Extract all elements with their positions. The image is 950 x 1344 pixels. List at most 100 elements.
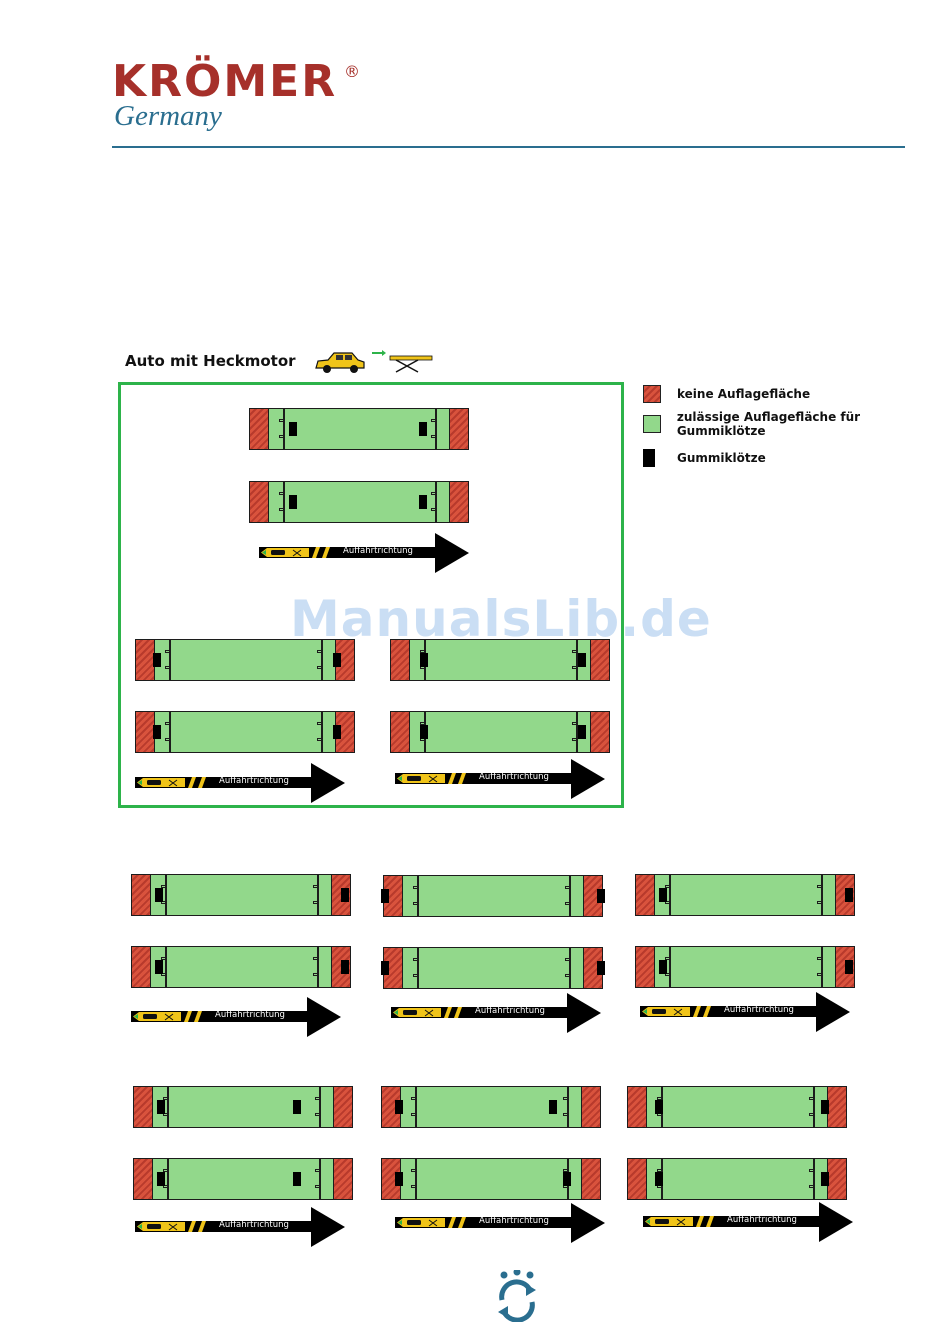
swatch-black (643, 449, 655, 467)
divider-line (319, 1159, 321, 1199)
divider-line (669, 947, 671, 987)
lift-arm (133, 1158, 353, 1200)
rubber-pad (293, 1172, 301, 1186)
no-support-zone (333, 1086, 353, 1128)
rubber-pad (597, 961, 605, 975)
lift-arm (390, 711, 610, 753)
car-icon (314, 350, 366, 374)
no-support-zone (249, 408, 269, 450)
mark-tick (817, 957, 822, 960)
no-support-zone (131, 946, 151, 988)
direction-arrow: Auffahrtrichtung (135, 763, 345, 803)
direction-arrow: Auffahrtrichtung (391, 993, 601, 1033)
lift-arrow-icon (370, 348, 434, 374)
rubber-pad (333, 725, 341, 739)
divider-line (417, 876, 419, 916)
no-support-zone (635, 874, 655, 916)
legend-label: zulässige Auflagefläche für Gummiklötze (677, 410, 950, 438)
mark-tick (565, 902, 570, 905)
mark-tick (413, 902, 418, 905)
mark-tick (411, 1113, 416, 1116)
mark-tick (572, 650, 577, 653)
mark-tick (313, 885, 318, 888)
mark-tick (431, 508, 436, 511)
rubber-pad (420, 725, 428, 739)
lift-arm (383, 947, 603, 989)
no-support-zone (249, 481, 269, 523)
direction-label: Auffahrtrichtung (219, 1220, 289, 1230)
direction-arrow: Auffahrtrichtung (640, 992, 850, 1032)
divider-line (317, 875, 319, 915)
rubber-pad (381, 889, 389, 903)
lift-arm (249, 408, 469, 450)
registered-mark: ® (344, 62, 360, 81)
mark-tick (315, 1113, 320, 1116)
divider-line (821, 947, 823, 987)
legend-allowed-support: zulässige Auflagefläche für Gummiklötze (643, 414, 950, 434)
legend-label: keine Auflagefläche (677, 387, 810, 401)
mark-tick (563, 1097, 568, 1100)
no-support-zone (133, 1158, 153, 1200)
rubber-pad (821, 1100, 829, 1114)
direction-label: Auffahrtrichtung (479, 772, 549, 782)
mark-tick (411, 1097, 416, 1100)
lift-arm (627, 1158, 847, 1200)
rubber-pad (155, 888, 163, 902)
no-support-zone (135, 711, 155, 753)
mark-tick (411, 1185, 416, 1188)
no-support-zone (590, 711, 610, 753)
no-support-zone (627, 1086, 647, 1128)
direction-arrow: Auffahrtrichtung (395, 1203, 605, 1243)
mark-tick (572, 738, 577, 741)
rubber-pad (419, 422, 427, 436)
divider-line (435, 409, 437, 449)
lift-arm (627, 1086, 847, 1128)
swatch-green (643, 415, 661, 433)
rubber-pad (659, 960, 667, 974)
direction-arrow: Auffahrtrichtung (395, 759, 605, 799)
mark-tick (565, 958, 570, 961)
no-support-zone (135, 639, 155, 681)
direction-label: Auffahrtrichtung (343, 546, 413, 556)
mark-tick (165, 738, 170, 741)
mark-tick (313, 973, 318, 976)
rubber-pad (549, 1100, 557, 1114)
mark-tick (809, 1169, 814, 1172)
mark-tick (317, 722, 322, 725)
divider-line (417, 948, 419, 988)
divider-line (283, 409, 285, 449)
lift-arm (131, 946, 351, 988)
mark-tick (565, 886, 570, 889)
mark-tick (315, 1097, 320, 1100)
brand-name: KRÖMER (112, 58, 337, 106)
divider-line (435, 482, 437, 522)
rubber-pad (597, 889, 605, 903)
lift-arm (135, 711, 355, 753)
no-support-zone (131, 874, 151, 916)
direction-label: Auffahrtrichtung (219, 776, 289, 786)
rubber-pad (333, 653, 341, 667)
divider-line (669, 875, 671, 915)
rotate-arrows-icon (494, 1270, 540, 1322)
lift-arm (381, 1086, 601, 1128)
header-rule (112, 146, 905, 148)
rubber-pad (157, 1172, 165, 1186)
mark-tick (165, 650, 170, 653)
rubber-pad (659, 888, 667, 902)
mark-tick (279, 419, 284, 422)
rubber-pad (341, 888, 349, 902)
mark-tick (313, 957, 318, 960)
kroemer-logo: KRÖMER ® Germany (112, 58, 372, 138)
direction-arrow: Auffahrtrichtung (135, 1207, 345, 1247)
mark-tick (165, 722, 170, 725)
lift-arm (381, 1158, 601, 1200)
lift-arm (383, 875, 603, 917)
no-support-zone (827, 1158, 847, 1200)
no-support-zone (581, 1158, 601, 1200)
divider-line (319, 1087, 321, 1127)
mark-tick (817, 973, 822, 976)
divider-line (813, 1159, 815, 1199)
direction-label: Auffahrtrichtung (724, 1005, 794, 1015)
mark-tick (817, 885, 822, 888)
rubber-pad (341, 960, 349, 974)
